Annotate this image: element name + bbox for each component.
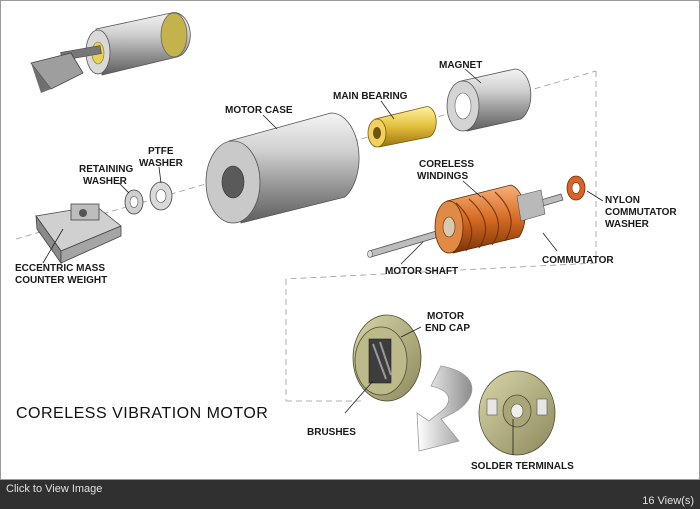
view-count: 16 View(s) [642,495,694,507]
label-eccentric-line2: COUNTER WEIGHT [15,275,107,286]
solder-terminals-icon [478,370,556,456]
exploded-diagram: MAGNET MAIN BEARING MOTOR CASE PTFE WASH… [15,12,677,472]
label-eccentric-line1: ECCENTRIC MASS [15,263,105,274]
diagram-labels: MAGNET MAIN BEARING MOTOR CASE PTFE WASH… [15,60,677,472]
label-end-cap-line2: END CAP [425,323,470,334]
label-nylon-line2: COMMUTATOR [605,207,677,218]
label-coreless-line1: CORELESS [419,159,474,170]
label-motor-shaft: MOTOR SHAFT [385,266,458,277]
nylon-commutator-washer-icon [566,175,586,201]
magnet-icon [446,68,532,132]
ptfe-washer-icon [149,181,173,211]
label-coreless-line2: WINDINGS [417,171,468,182]
image-frame[interactable]: MAGNET MAIN BEARING MOTOR CASE PTFE WASH… [0,0,700,480]
label-solder-terminals: SOLDER TERMINALS [471,461,574,472]
label-motor-case: MOTOR CASE [225,105,293,116]
label-end-cap-line1: MOTOR [427,311,465,322]
label-magnet: MAGNET [439,60,482,71]
label-brushes: BRUSHES [307,427,356,438]
label-nylon-line1: NYLON [605,195,640,206]
eccentric-mass-icon [35,203,122,265]
coreless-windings-icon [434,184,546,254]
retaining-washer-icon [124,189,144,215]
label-main-bearing: MAIN BEARING [333,91,408,102]
label-nylon-line3: WASHER [605,219,650,230]
assembled-motor [30,12,191,93]
label-retaining-line1: RETAINING [79,164,133,175]
label-retaining-line2: WASHER [83,176,128,187]
motor-end-cap-icon [352,314,422,402]
label-commutator: COMMUTATOR [542,255,614,266]
diagram-title: CORELESS VIBRATION MOTOR [16,405,268,422]
label-ptfe-line1: PTFE [148,146,174,157]
caption-bar: Click to View Image 16 View(s) [0,480,700,509]
motor-case-icon [205,112,360,224]
main-bearing-icon [367,106,437,148]
label-ptfe-line2: WASHER [139,158,184,169]
leader-lines [42,68,604,455]
view-image-link[interactable]: Click to View Image [6,483,103,495]
curved-arrow-icon [416,365,473,452]
